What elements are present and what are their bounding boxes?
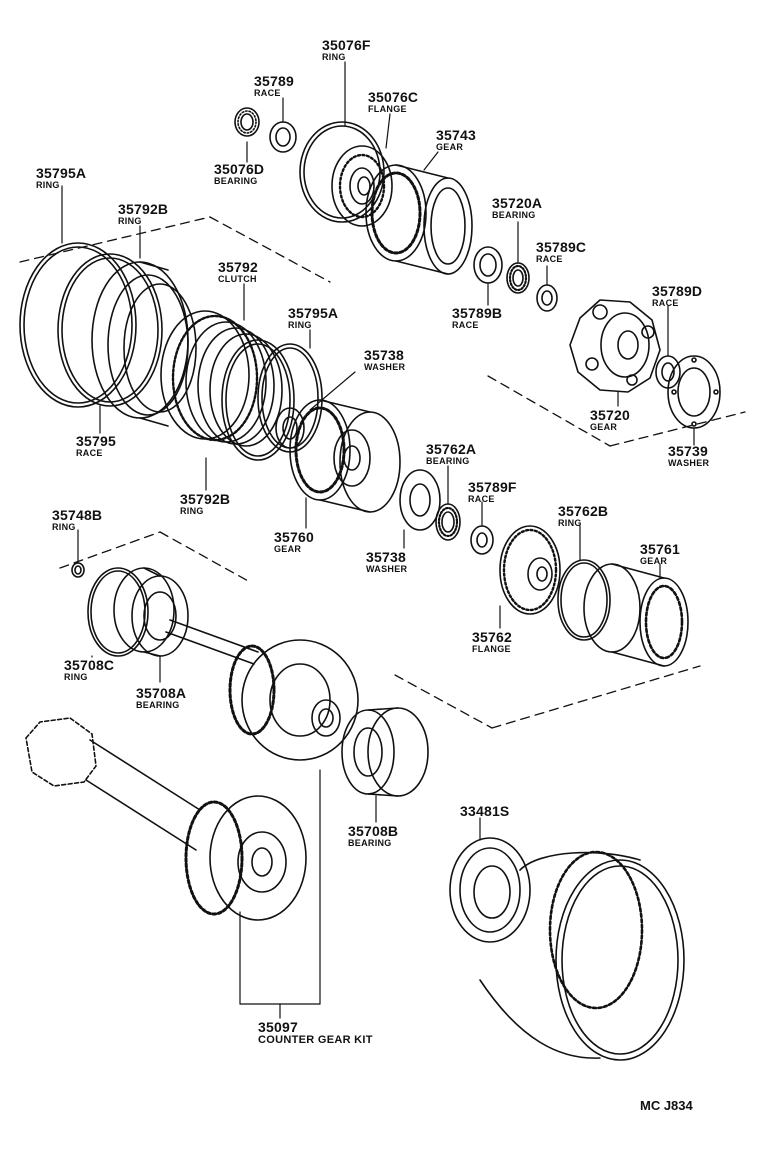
gear-35743-drawing [366, 165, 472, 274]
bearing-35076d-drawing [235, 108, 259, 136]
ring-35792b-bot-drawing [222, 340, 294, 460]
ring-35748b-drawing [72, 563, 84, 577]
callout-33481s: 33481S [460, 803, 510, 819]
gear-35761-drawing [584, 564, 688, 666]
gear-35720-drawing [570, 300, 660, 392]
race-35789c-drawing [537, 285, 557, 311]
bearing-35708a-drawing [114, 568, 188, 656]
ring-35795a-top-drawing [20, 243, 136, 407]
flange-35076c-drawing [332, 146, 392, 226]
race-35795-drawing [92, 262, 196, 426]
race-35789b-drawing [474, 247, 502, 283]
transmission-case-drawing [480, 852, 684, 1060]
race-35789-drawing [270, 122, 296, 152]
ring-35762b-drawing [558, 560, 610, 640]
counter-gear-lower-drawing [26, 718, 306, 920]
flange-35762-drawing [500, 526, 560, 614]
counter-gear-upper-drawing [166, 620, 358, 760]
bearing-35762a-drawing [436, 504, 460, 540]
washer-35738-bot-drawing [400, 470, 440, 530]
bearing-35720a-drawing [507, 263, 529, 293]
clutch-35792-drawing [161, 311, 282, 446]
guide-lines [20, 217, 745, 728]
diagram-code: MC J834 [640, 1098, 693, 1113]
bearing-35708b-drawing [342, 708, 428, 796]
leader-lines [62, 62, 694, 1018]
race-35789f-drawing [471, 526, 493, 554]
gear-35760-drawing [290, 400, 400, 512]
ring-35792b-top-drawing [58, 254, 162, 406]
seal-33481s-drawing [450, 838, 530, 942]
washer-35739-drawing [668, 356, 720, 428]
